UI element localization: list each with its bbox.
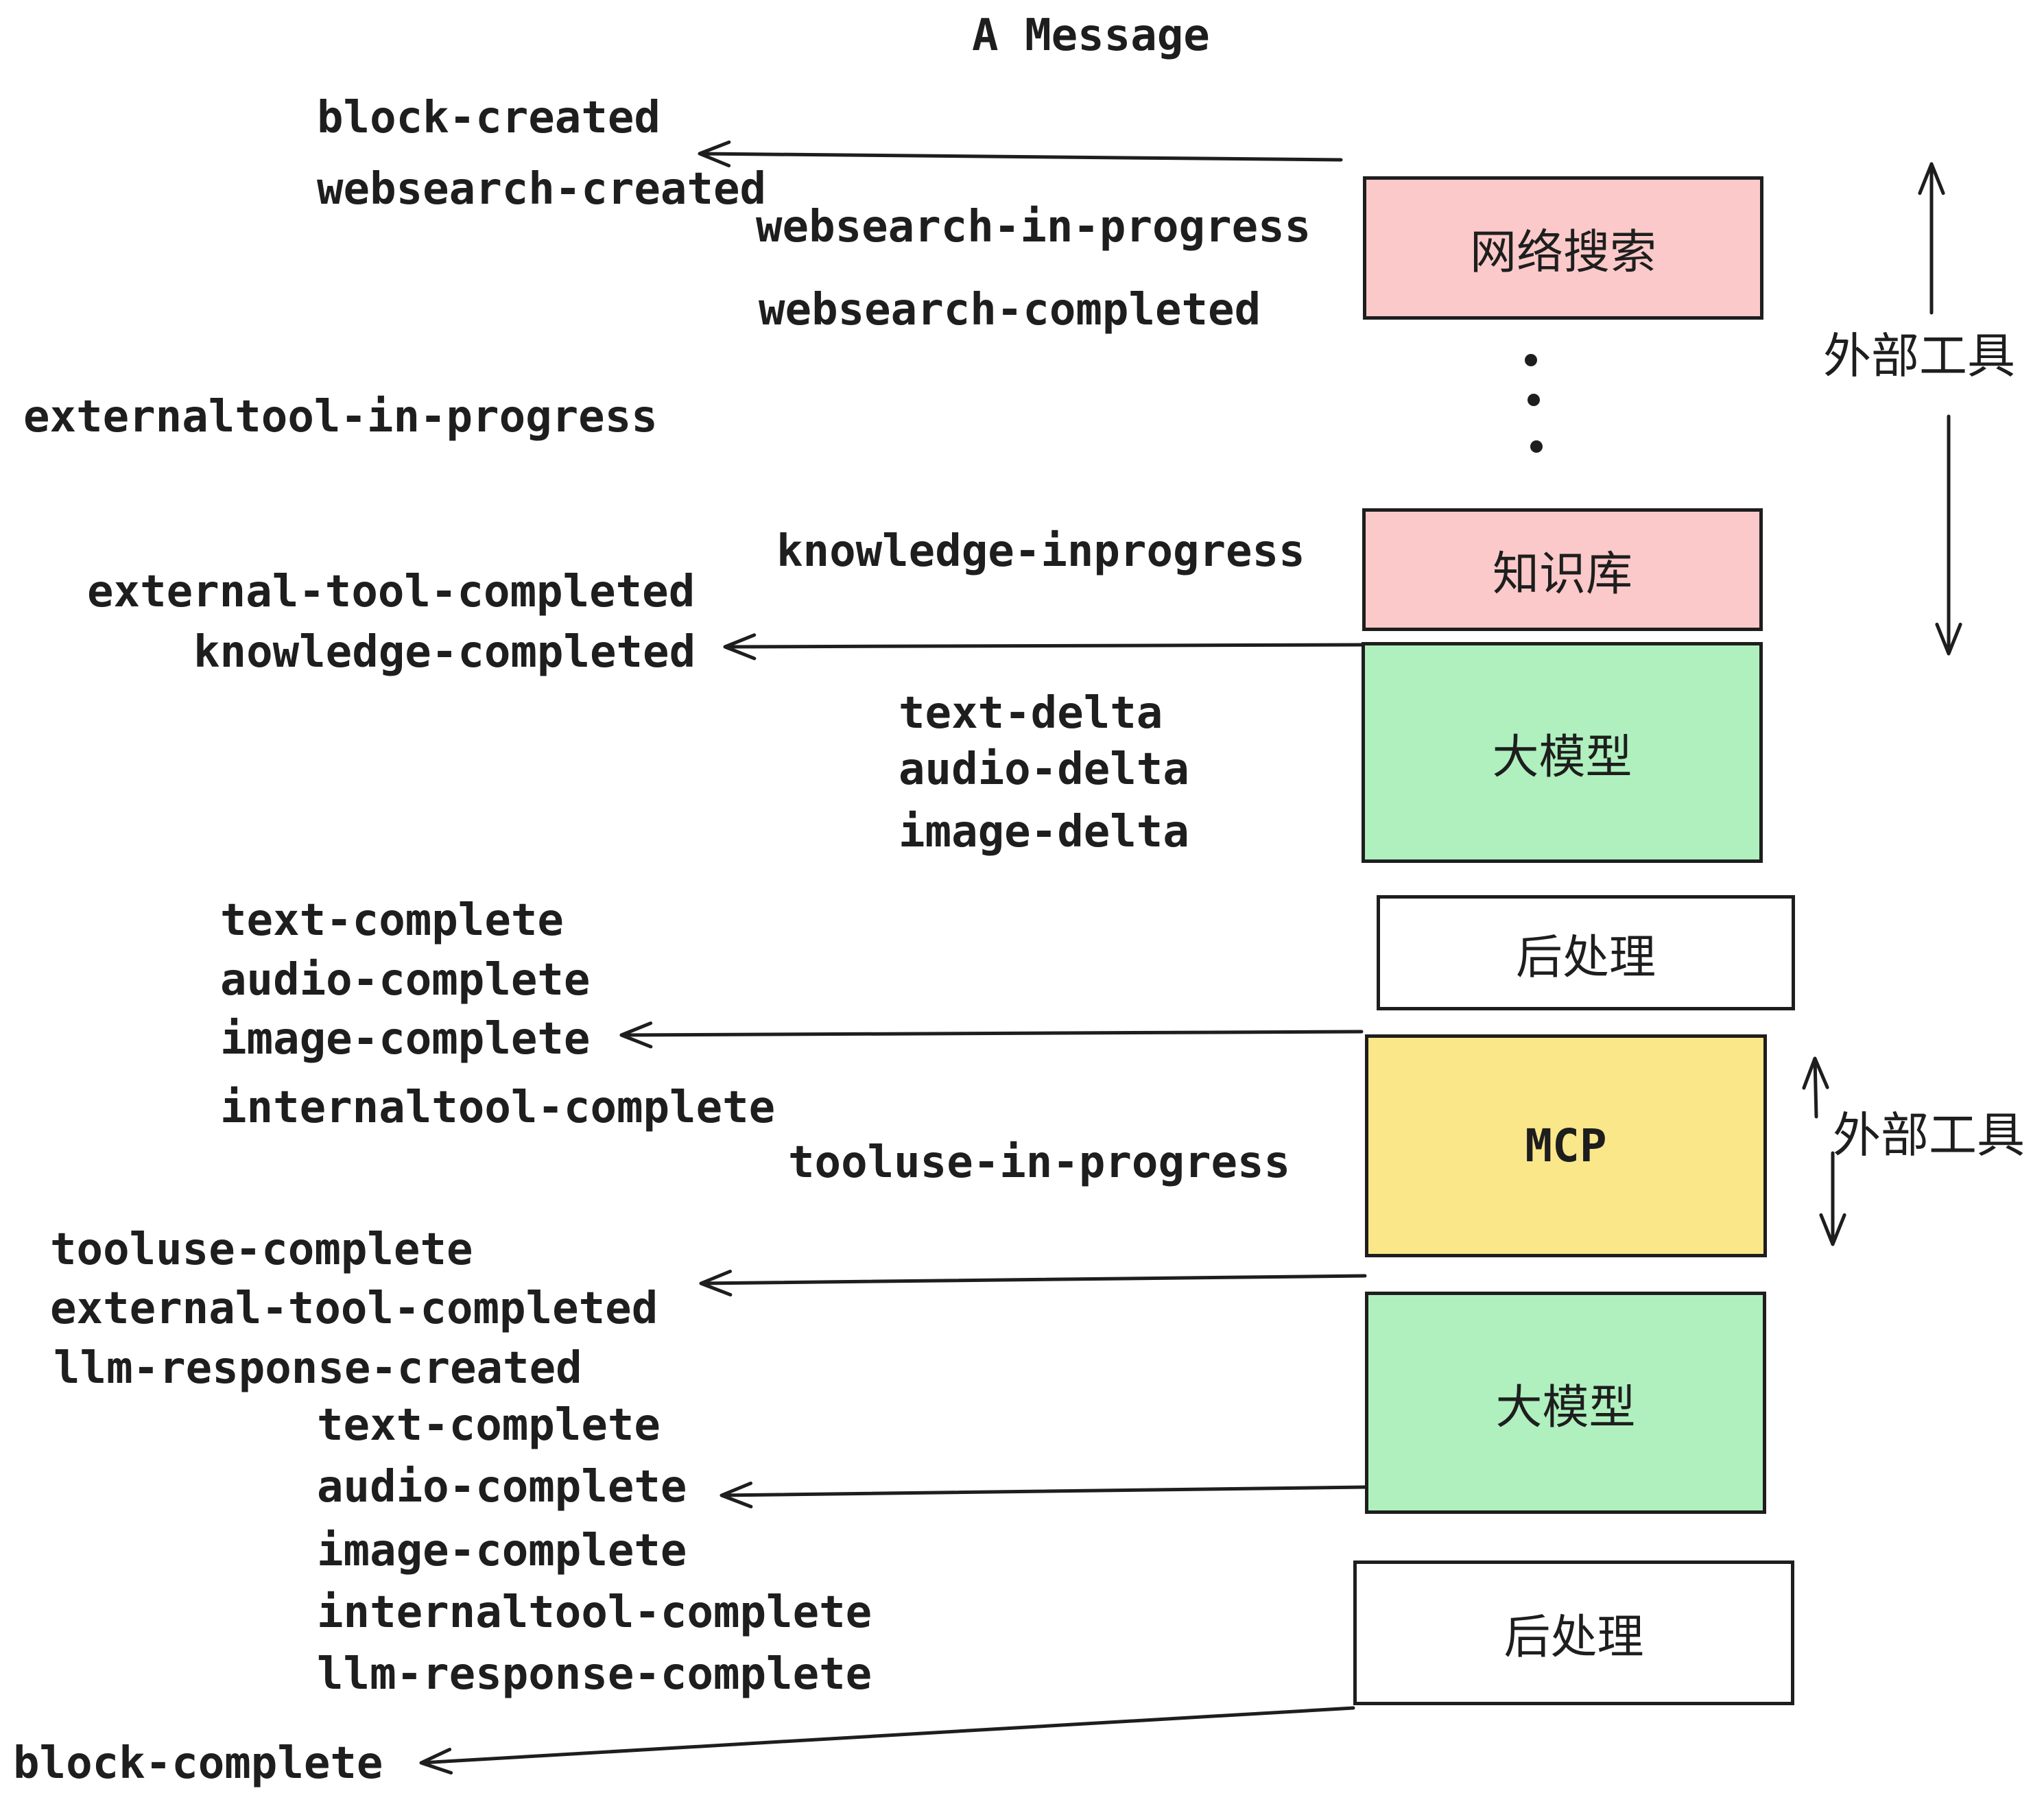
flow-box-label: 知识库 (1492, 547, 1632, 602)
flow-box-label: 后处理 (1515, 930, 1656, 985)
event-label: websearch-in-progress (756, 202, 1311, 252)
ellipsis-dot (1528, 394, 1540, 406)
event-label: image-complete (317, 1526, 687, 1576)
flow-box: MCP (1365, 1034, 1767, 1257)
event-label: text-delta (899, 688, 1163, 739)
flow-box-label: 后处理 (1504, 1611, 1644, 1665)
side-annotation-label: 外部工具 (1823, 328, 2015, 384)
event-label: internaltool-complete (220, 1082, 776, 1133)
flow-arrow (698, 140, 1343, 167)
flow-box-label: 网络搜索 (1469, 226, 1656, 280)
flow-box: 后处理 (1377, 895, 1795, 1010)
side-annotation-label: 外部工具 (1833, 1107, 2025, 1163)
flow-box: 网络搜索 (1363, 176, 1763, 320)
ellipsis-dot (1525, 354, 1537, 366)
page-title: A Message (972, 10, 1210, 61)
event-label: internaltool-complete (317, 1587, 872, 1638)
event-label: image-delta (899, 807, 1189, 857)
flow-box: 大模型 (1362, 642, 1763, 863)
flow-arrow (723, 633, 1364, 661)
event-label: tooluse-complete (50, 1224, 473, 1275)
flow-arrow (699, 1270, 1367, 1297)
flow-box-label: MCP (1525, 1119, 1607, 1172)
event-label: tooluse-in-progress (788, 1137, 1291, 1188)
event-label: text-complete (317, 1400, 661, 1451)
flow-arrow (1802, 1056, 1829, 1119)
flow-arrow (720, 1481, 1367, 1508)
flow-box: 知识库 (1362, 508, 1763, 631)
flow-arrow (1819, 1151, 1846, 1246)
event-label: websearch-created (317, 164, 767, 215)
event-label: knowledge-completed (193, 627, 696, 678)
event-label: websearch-completed (759, 285, 1261, 335)
event-label: llm-response-created (54, 1343, 582, 1394)
event-label: block-created (317, 93, 661, 143)
event-label: externaltool-in-progress (23, 392, 658, 442)
event-label: audio-delta (899, 744, 1189, 795)
flow-box: 后处理 (1353, 1560, 1794, 1705)
flow-arrow (419, 1706, 1355, 1775)
event-label: llm-response-complete (317, 1649, 872, 1700)
flow-arrow (1918, 162, 1945, 315)
event-label: external-tool-completed (50, 1283, 658, 1334)
event-label: knowledge-inprogress (776, 526, 1305, 577)
event-label: audio-complete (220, 955, 591, 1006)
event-label: audio-complete (317, 1462, 687, 1512)
flow-box: 大模型 (1365, 1292, 1766, 1514)
flow-box-label: 大模型 (1492, 730, 1632, 785)
flow-arrow (619, 1021, 1364, 1049)
ellipsis-dot (1530, 440, 1543, 453)
event-label: block-complete (13, 1738, 383, 1789)
event-label: external-tool-completed (87, 567, 696, 617)
flow-box-label: 大模型 (1495, 1380, 1636, 1435)
flow-arrow (1935, 414, 1962, 656)
event-label: image-complete (220, 1014, 591, 1065)
event-label: text-complete (220, 895, 564, 946)
